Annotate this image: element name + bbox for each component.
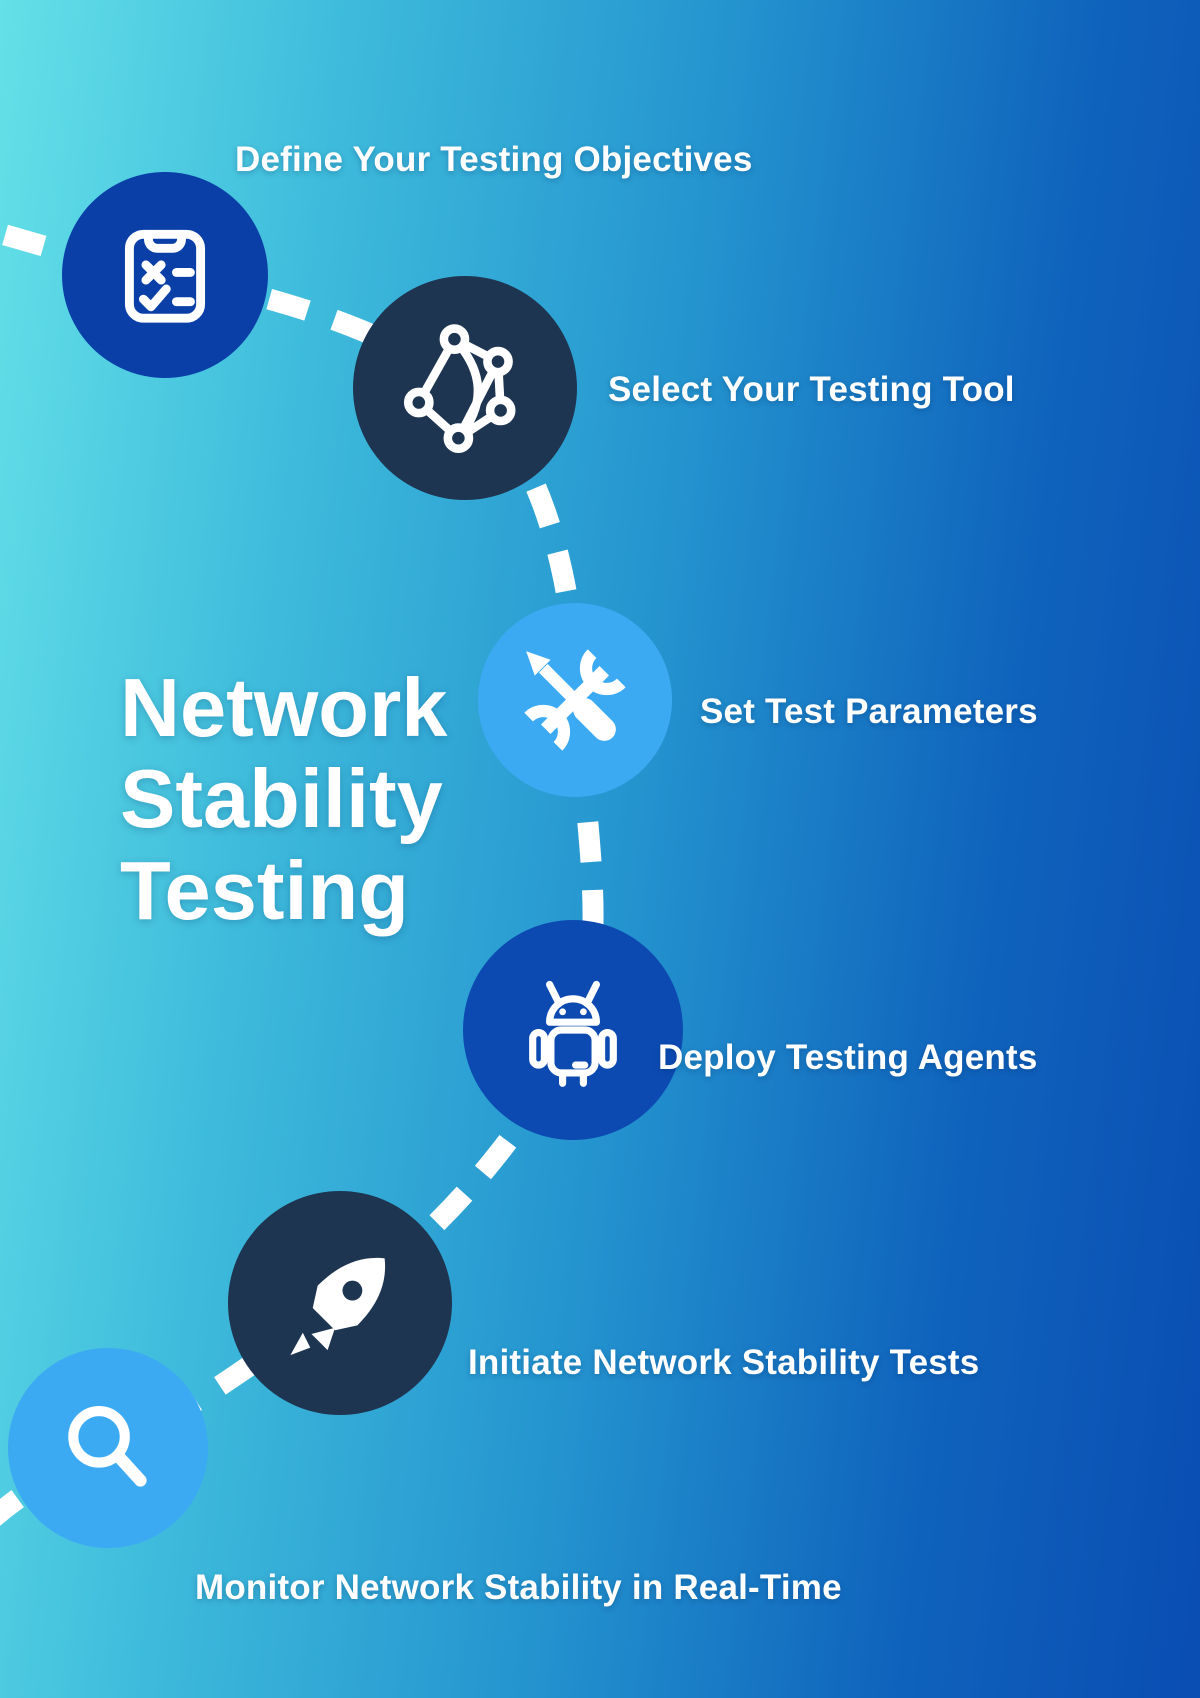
page-title-line: Stability [120, 752, 443, 846]
step-circle-deploy-agents [463, 920, 683, 1140]
step-circle-set-parameters [478, 603, 672, 797]
step-label-initiate-tests: Initiate Network Stability Tests [468, 1343, 980, 1382]
page-title-line: Network [120, 661, 448, 754]
android-robot-icon [529, 980, 617, 1087]
magnifier-icon [68, 1406, 147, 1487]
step-label-deploy-agents: Deploy Testing Agents [658, 1038, 1038, 1077]
tools-icon [524, 649, 626, 751]
clipboard-checklist-icon [124, 229, 206, 323]
step-circle-initiate-tests [228, 1191, 452, 1415]
page-title: Network Stability Testing [120, 662, 447, 936]
rocket-icon [290, 1257, 386, 1356]
step-circle-monitor-stability [8, 1348, 208, 1548]
step-circle-select-tool [353, 276, 577, 500]
step-label-define-objectives: Define Your Testing Objectives [235, 140, 753, 179]
step-circle-define-objectives [62, 172, 268, 378]
step-label-select-tool: Select Your Testing Tool [608, 370, 1015, 409]
network-graph-icon [403, 324, 516, 454]
step-label-monitor-stability: Monitor Network Stability in Real-Time [195, 1568, 842, 1607]
step-label-set-parameters: Set Test Parameters [700, 692, 1038, 731]
page-title-line: Testing [120, 843, 409, 937]
